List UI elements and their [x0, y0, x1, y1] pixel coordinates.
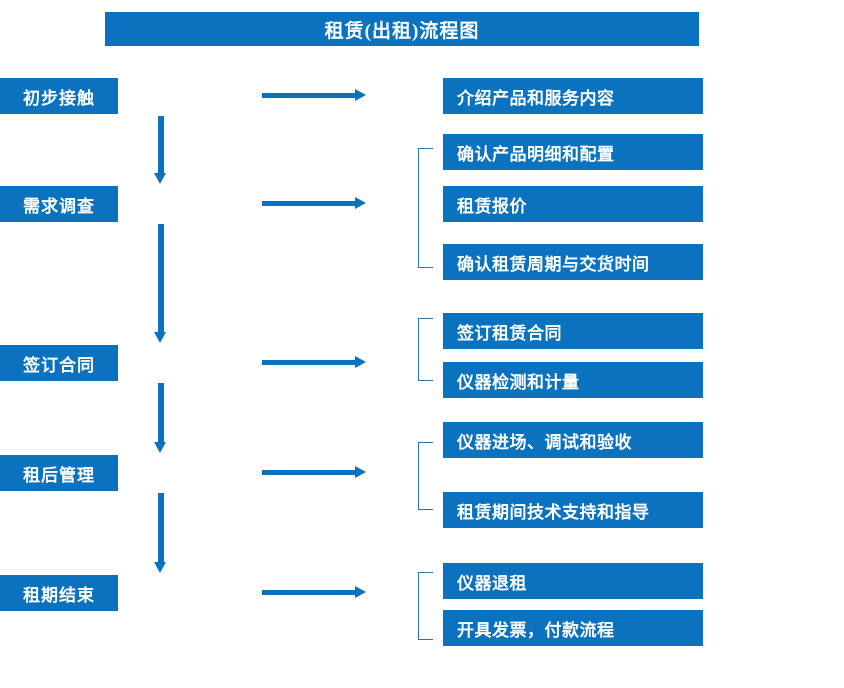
stage-box-post-rental-mgmt[interactable]: 租后管理: [0, 455, 118, 491]
detail-box-sign-rental-contract[interactable]: 签订租赁合同: [443, 313, 703, 349]
arrow-right-icon-1: [262, 89, 366, 102]
group-bracket-icon-contract: [418, 318, 433, 381]
detail-box-rental-quote[interactable]: 租赁报价: [443, 186, 703, 222]
arrow-right-icon-2: [262, 197, 366, 210]
arrow-down-icon-3: [154, 383, 167, 453]
stage-box-sign-contract[interactable]: 签订合同: [0, 345, 118, 381]
arrow-right-icon-4: [262, 466, 366, 479]
stage-box-needs-survey[interactable]: 需求调查: [0, 186, 118, 222]
arrow-down-icon-4: [154, 493, 167, 573]
detail-box-instrument-inspection[interactable]: 仪器检测和计量: [443, 362, 703, 398]
page-title: 租赁(出租)流程图: [105, 12, 699, 46]
arrow-right-icon-3: [262, 356, 366, 369]
detail-box-tech-support[interactable]: 租赁期间技术支持和指导: [443, 492, 703, 528]
detail-box-instrument-onsite[interactable]: 仪器进场、调试和验收: [443, 422, 703, 458]
stage-box-initial-contact[interactable]: 初步接触: [0, 78, 118, 114]
detail-box-invoice-payment[interactable]: 开具发票，付款流程: [443, 610, 703, 646]
arrow-down-icon-2: [154, 224, 167, 343]
group-bracket-icon-needs-survey: [418, 148, 433, 268]
stage-box-rental-end[interactable]: 租期结束: [0, 575, 118, 611]
arrow-down-icon-1: [154, 116, 167, 184]
detail-box-introduce-products[interactable]: 介绍产品和服务内容: [443, 78, 703, 114]
detail-box-confirm-term-delivery[interactable]: 确认租赁周期与交货时间: [443, 244, 703, 280]
detail-box-instrument-return[interactable]: 仪器退租: [443, 563, 703, 599]
detail-box-confirm-product-spec[interactable]: 确认产品明细和配置: [443, 134, 703, 170]
group-bracket-icon-rental-end: [418, 572, 433, 640]
group-bracket-icon-post-rental: [418, 442, 433, 510]
arrow-right-icon-5: [262, 586, 366, 599]
